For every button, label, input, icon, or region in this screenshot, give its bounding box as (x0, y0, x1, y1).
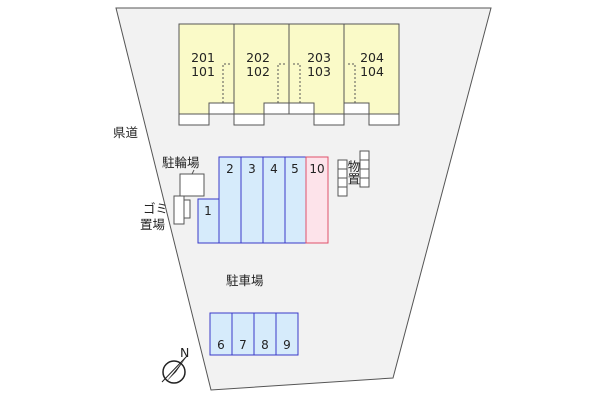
entrance-notch (288, 102, 315, 115)
road-label: 県道 (113, 125, 139, 140)
entrance-notch (263, 102, 290, 115)
unit-number-lower: 101 (191, 64, 215, 79)
north-compass-icon: N (161, 345, 189, 384)
garbage-area-label-line2: 置場 (140, 217, 165, 232)
balcony (313, 113, 345, 126)
compass-needle (166, 356, 187, 382)
balcony (368, 113, 400, 126)
parking-space-number: 9 (283, 338, 291, 352)
garbage-area (173, 195, 185, 225)
storage-shed (359, 168, 370, 179)
parking-space-number: 1 (204, 204, 212, 218)
entrance-notch (343, 102, 370, 115)
garbage-area-inner (183, 199, 191, 219)
garbage-area-label-line1: ゴミ (143, 201, 168, 216)
unit-number-lower: 104 (360, 64, 384, 79)
parking-row-upper: 1 2 3 4 5 10 (197, 156, 329, 244)
unit-number-upper: 204 (360, 50, 384, 65)
bicycle-parking-area (179, 173, 205, 197)
storage-shed (337, 186, 348, 197)
storage-shed (359, 159, 370, 170)
parking-row-lower: 6 7 8 9 (209, 312, 299, 356)
compass-north-label: N (180, 345, 189, 360)
storage-shed (359, 150, 370, 161)
unit-number-lower: 103 (307, 64, 331, 79)
unit-number-lower: 102 (246, 64, 270, 79)
stair-dash (277, 63, 286, 103)
entrance-notch (208, 102, 235, 115)
unit-number-upper: 202 (246, 50, 270, 65)
parking-space-number: 7 (239, 338, 247, 352)
parking-space-number: 3 (248, 162, 256, 176)
stair-dash (222, 63, 231, 103)
storage-sheds (337, 150, 370, 197)
storage-shed (359, 177, 370, 188)
parking-space-number: 2 (226, 162, 234, 176)
storage-label: 物置 (346, 160, 361, 185)
unit-number-upper: 203 (307, 50, 331, 65)
parking-space-number: 6 (217, 338, 225, 352)
parking-lot-label: 駐車場 (226, 273, 264, 288)
stair-dash (292, 63, 301, 103)
parking-space-number: 8 (261, 338, 269, 352)
parking-space (275, 312, 299, 356)
stair-dash (347, 63, 356, 103)
apartment-building: 201 101 202 102 203 103 204 104 (178, 23, 400, 126)
compass-axis (161, 355, 188, 383)
balcony (178, 113, 210, 126)
parking-space-highlighted (305, 156, 329, 244)
unit-number-upper: 201 (191, 50, 215, 65)
balcony (233, 113, 265, 126)
parking-space-number: 5 (291, 162, 299, 176)
parking-space-number: 10 (309, 162, 324, 176)
parking-space-number: 4 (270, 162, 278, 176)
compass-circle (162, 360, 186, 384)
bicycle-parking-label: 駐輪場 (162, 155, 200, 170)
